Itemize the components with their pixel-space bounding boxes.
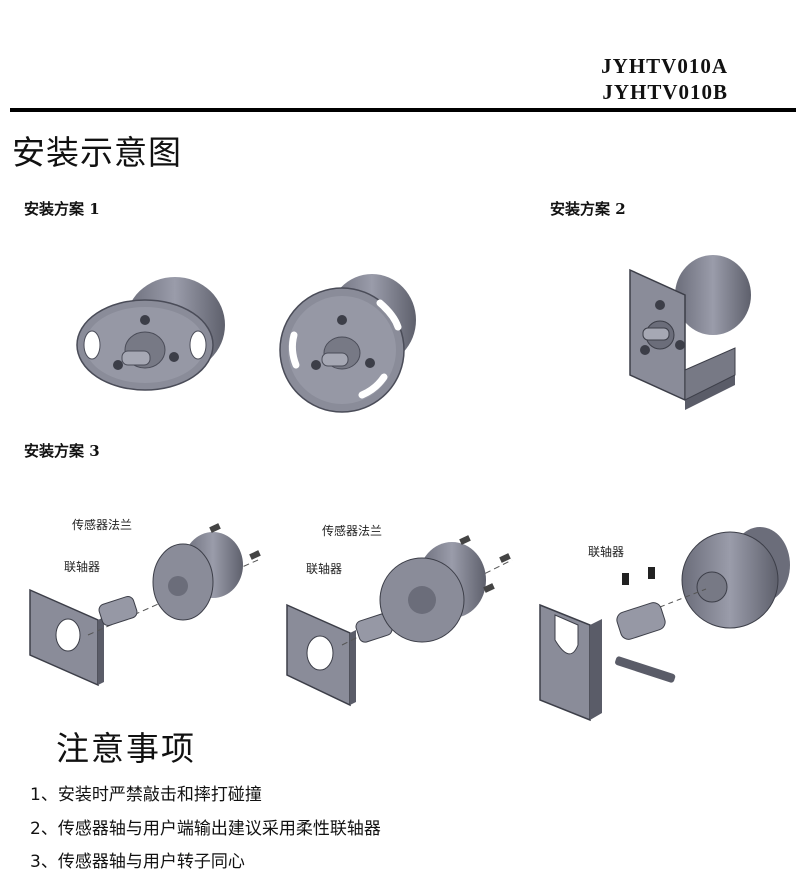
callout-coupling-a: 联轴器 [64, 560, 101, 574]
callout-sensor-flange-a: 传感器法兰 [72, 518, 133, 532]
model-number-a: JYHTV010A [601, 54, 728, 78]
notice-item-2: 2、传感器轴与用户端输出建议采用柔性联轴器 [30, 819, 381, 839]
plan-2-encoder-bracket-illustration [629, 255, 751, 410]
plan-3-exploded-assembly-c-illustration [539, 527, 790, 722]
notice-item-3: 3、传感器轴与用户转子同心 [30, 852, 245, 872]
plan-1-encoder-round-flange-illustration [279, 274, 416, 413]
plan-3-exploded-assembly-a-illustration [29, 523, 261, 687]
plan-1-label: 安装方案 1 [24, 200, 100, 218]
callout-coupling-c: 联轴器 [588, 545, 625, 559]
header-divider [10, 108, 796, 112]
plan-1-encoder-oval-flange-illustration [76, 277, 225, 391]
plan-2-label: 安装方案 2 [550, 200, 626, 218]
plan-3-label: 安装方案 3 [24, 442, 100, 460]
notice-item-1: 1、安装时严禁敲击和摔打碰撞 [30, 785, 262, 805]
callout-coupling-b: 联轴器 [306, 562, 343, 576]
plan-3-exploded-assembly-b-illustration [286, 535, 513, 707]
page-title: 安装示意图 [12, 133, 182, 172]
notice-title: 注意事项 [56, 729, 196, 768]
model-number-b: JYHTV010B [602, 80, 728, 104]
callout-sensor-flange-b: 传感器法兰 [322, 524, 383, 538]
